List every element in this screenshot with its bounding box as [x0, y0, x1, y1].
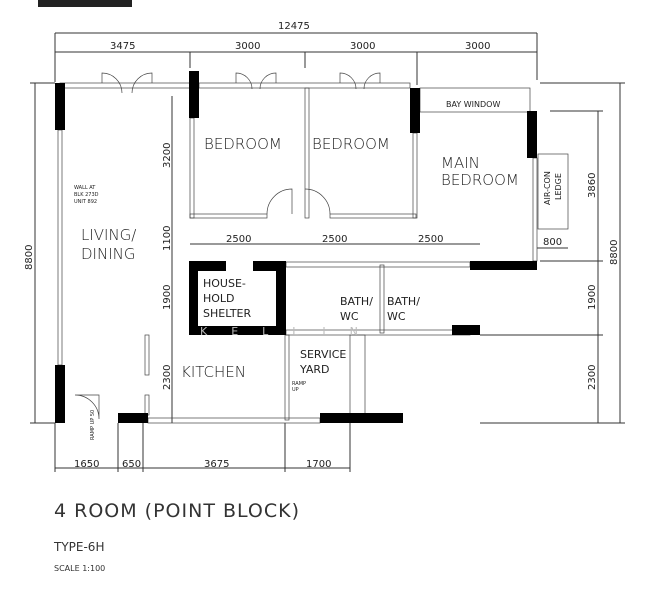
room-bath: BATH/: [340, 295, 373, 308]
dim-left: 2300: [162, 365, 173, 390]
dim-top: 3475: [110, 41, 135, 52]
dimension-lines: [30, 32, 625, 472]
room-service-yard: YARD: [299, 363, 330, 376]
dim-top: 3000: [235, 41, 260, 52]
dim-right: 1900: [587, 285, 598, 310]
notes: WALL AT BLK 273D UNIT 892 RAMP UP RAMP U…: [74, 185, 306, 440]
note: UP: [292, 387, 299, 393]
dim-left: 1900: [162, 285, 173, 310]
dim-left-total: 8800: [24, 245, 35, 270]
dim-right: 2300: [587, 365, 598, 390]
dim-inner: 2500: [322, 234, 347, 245]
dim-total-top: 12475: [278, 21, 310, 32]
aircon-label: AIR-CON: [543, 171, 552, 205]
room-shelter: HOUSE-: [203, 277, 246, 290]
dim-left: 1100: [162, 226, 173, 251]
plan-type: TYPE-6H: [54, 540, 105, 554]
dim-inner: 2500: [226, 234, 251, 245]
watermark: KELLIN: [200, 325, 382, 338]
room-main-bedroom: MAIN: [441, 154, 480, 172]
dim-bottom: 650: [122, 459, 141, 470]
note: UNIT 892: [74, 199, 97, 205]
room-service-yard: SERVICE: [300, 348, 346, 361]
room-shelter: HOLD: [203, 292, 235, 305]
aircon-label: LEDGE: [554, 173, 563, 200]
note: WALL AT: [74, 185, 96, 191]
dim-inner: 2500: [418, 234, 443, 245]
room-dining: DINING: [81, 245, 135, 263]
dim-right-total: 8800: [609, 240, 620, 265]
note: RAMP UP 50: [90, 410, 96, 440]
room-kitchen: KITCHEN: [181, 363, 246, 381]
dim-bottom: 3675: [204, 459, 229, 470]
dim-bottom: 1650: [74, 459, 99, 470]
room-bath: BATH/: [387, 295, 420, 308]
dimension-labels: 12475 3475 3000 3000 3000 2500 2500 2500…: [24, 21, 620, 470]
structural-walls: [55, 71, 537, 423]
room-bath: WC: [387, 310, 406, 323]
room-bedroom: BEDROOM: [204, 135, 282, 153]
room-labels: BEDROOM BEDROOM MAIN BEDROOM LIVING/ DIN…: [81, 135, 519, 381]
room-shelter: SHELTER: [203, 307, 251, 320]
room-bath: WC: [340, 310, 359, 323]
plan-title: 4 ROOM (POINT BLOCK): [54, 500, 300, 522]
dim-top: 3000: [350, 41, 375, 52]
dim-left: 3200: [162, 143, 173, 168]
room-main-bedroom: BEDROOM: [441, 171, 519, 189]
bay-window-label: BAY WINDOW: [446, 100, 500, 109]
header-tab: [38, 0, 132, 7]
room-living: LIVING/: [81, 226, 136, 244]
dim-right: 3860: [587, 173, 598, 198]
note: BLK 273D: [74, 192, 99, 198]
note: RAMP: [292, 381, 306, 387]
small-room-labels: HOUSE- HOLD SHELTER BATH/ WC BATH/ WC SE…: [203, 100, 563, 376]
dim-ledge: 800: [543, 237, 562, 248]
room-bedroom: BEDROOM: [312, 135, 390, 153]
plan-scale: SCALE 1:100: [54, 564, 106, 573]
dim-top: 3000: [465, 41, 490, 52]
dim-bottom: 1700: [306, 459, 331, 470]
